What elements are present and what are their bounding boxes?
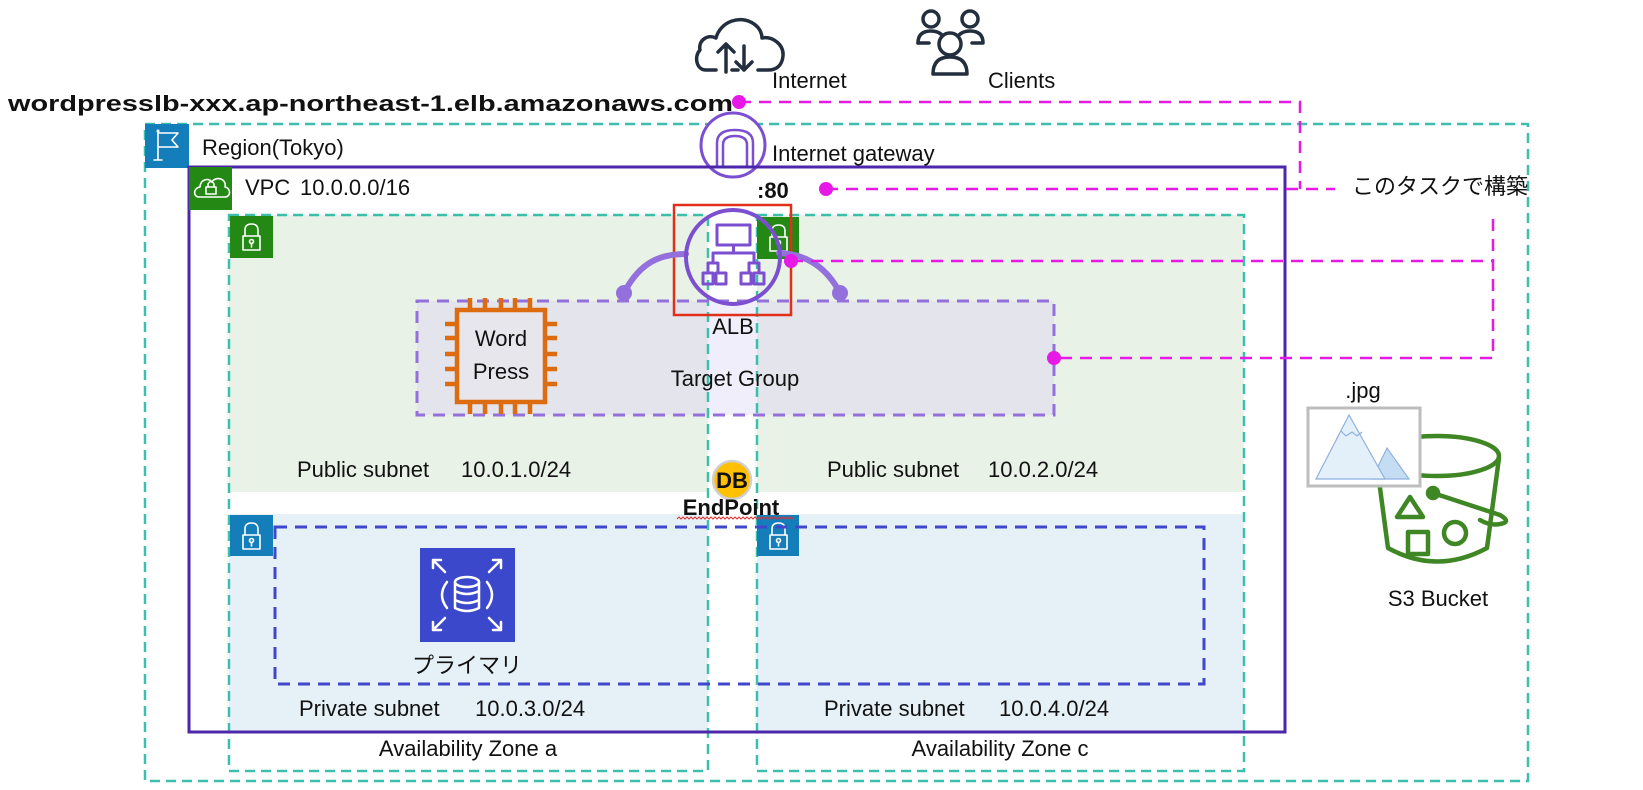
annotation-connectors [739, 100, 1495, 360]
region-flag-icon [145, 124, 189, 168]
db-endpoint-label: EndPoint [683, 495, 780, 520]
internet-cloud-icon [694, 17, 785, 74]
vpc-boundary [187, 165, 1287, 734]
public-subnet-c-label: Public subnet [827, 457, 959, 482]
public-subnet-lock-icon [230, 216, 273, 258]
alb-dns-name: wordpresslb-xxx.ap-northeast-1.elb.amazo… [7, 91, 733, 116]
s3-object-label: .jpg [1345, 378, 1380, 403]
ec2-chip-icon [445, 298, 557, 414]
listener-port: :80 [757, 178, 789, 203]
internet-label: Internet [772, 68, 847, 93]
availability-zone-c [755, 213, 1246, 773]
availability-zone-a [227, 213, 710, 773]
target-group-label: Target Group [671, 366, 799, 391]
clients-label: Clients [988, 68, 1055, 93]
public-subnet-a-cidr: 10.0.1.0/24 [461, 457, 571, 482]
availability-zone-a-label: Availability Zone a [379, 736, 558, 761]
rds-primary-label: プライマリ [412, 653, 522, 678]
image-file-icon [1306, 406, 1422, 488]
alb-label: ALB [712, 314, 754, 339]
internet-gateway-label: Internet gateway [772, 141, 935, 166]
db-endpoint-badge-text: DB [716, 468, 748, 493]
private-subnet-c-cidr: 10.0.4.0/24 [999, 696, 1109, 721]
public-subnet-c-cidr: 10.0.2.0/24 [988, 457, 1098, 482]
private-subnet-a-cidr: 10.0.3.0/24 [475, 696, 585, 721]
ec2-label-line2: Press [473, 359, 529, 384]
alb-connector-left-dot [616, 285, 632, 301]
rds-database-icon [420, 548, 515, 642]
alb-connector-right-dot [832, 285, 848, 301]
vpc-cloud-lock-icon [189, 167, 232, 210]
target-group-gap-fill [708, 301, 757, 415]
load-balancer-icon [684, 208, 782, 306]
private-subnet-lock-icon [757, 515, 799, 556]
target-group-border [415, 299, 1056, 417]
alb-connector-left [621, 251, 689, 296]
vpc-label: VPC [245, 175, 290, 200]
spellcheck-underline [676, 516, 794, 520]
alb-dot [784, 254, 798, 268]
dns-name-dot [732, 95, 746, 109]
private-subnet-c-label: Private subnet [824, 696, 965, 721]
private-subnet-lock-icon [230, 515, 273, 556]
db-endpoint-badge [711, 459, 753, 501]
internet-gateway-icon [699, 111, 767, 179]
public-subnet-a-label: Public subnet [297, 457, 429, 482]
region-boundary [143, 122, 1530, 783]
availability-zone-c-label: Availability Zone c [912, 736, 1089, 761]
ec2-label-line1: Word [475, 326, 527, 351]
private-subnet-a-label: Private subnet [299, 696, 440, 721]
annotation-text: このタスクで構築 [1352, 174, 1528, 199]
alb-connector-right [776, 250, 843, 296]
private-subnet-c [757, 514, 1244, 732]
rds-db-subnet-group [273, 525, 1206, 686]
clients-users-icon [916, 9, 985, 76]
s3-bucket-label: S3 Bucket [1388, 586, 1488, 611]
vpc-cidr: 10.0.0.0/16 [300, 175, 410, 200]
target-group-dot [1047, 351, 1061, 365]
listener-dot [819, 182, 833, 196]
s3-bucket-icon [1372, 433, 1509, 564]
region-label: Region(Tokyo) [202, 135, 344, 160]
